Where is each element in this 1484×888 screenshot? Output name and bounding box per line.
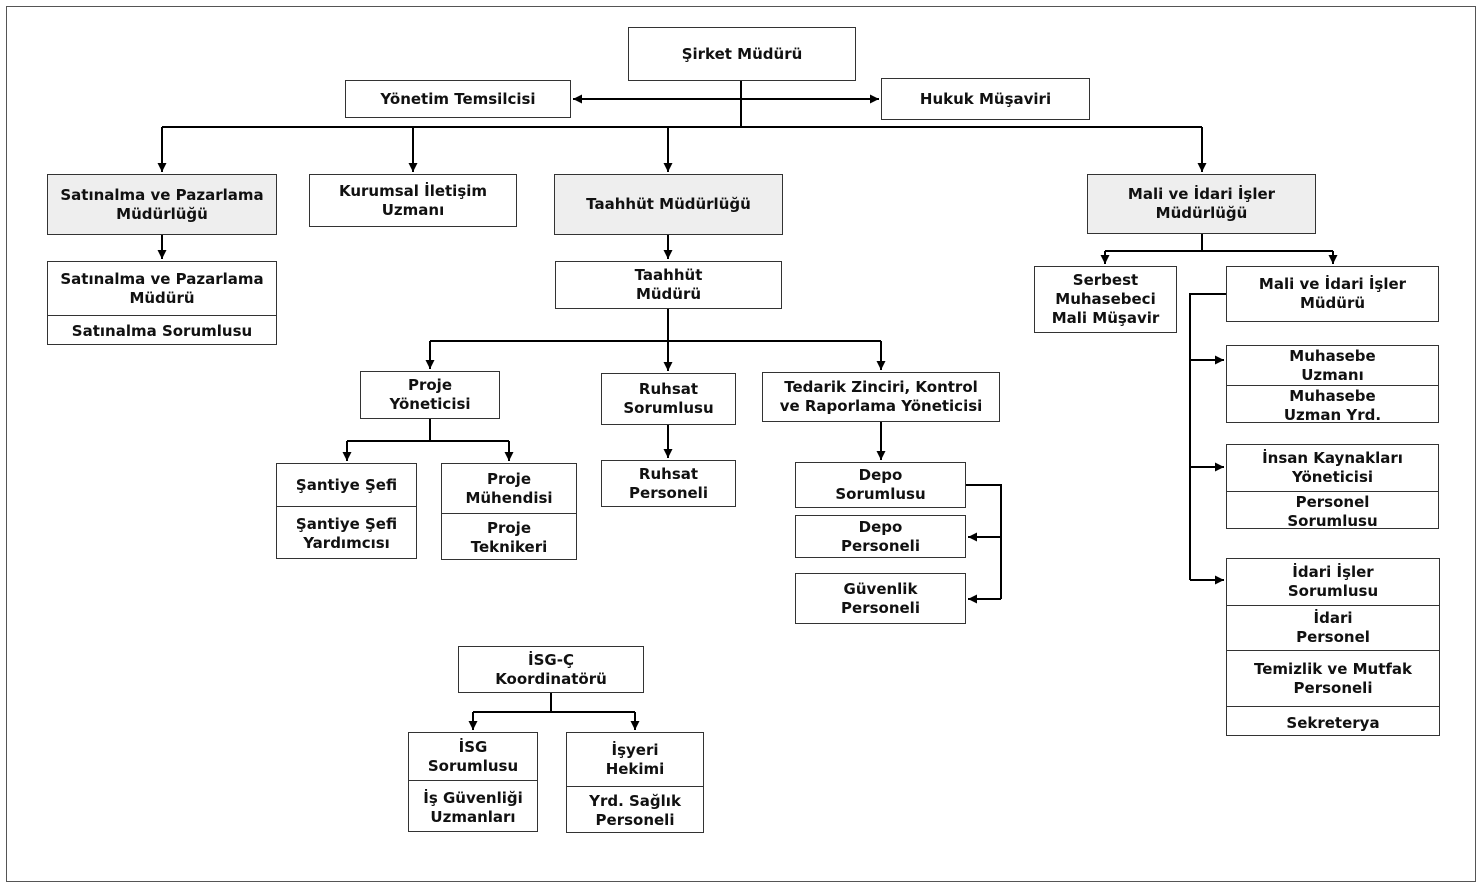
taahhut-muduru-box: Taahhüt Müdürü	[555, 261, 782, 309]
idari-isler-label-4: Sekreterya	[1227, 706, 1439, 740]
ruhsat-personeli-box: Ruhsat Personeli	[601, 460, 736, 507]
satinalma-muduru-label-2: Satınalma Sorumlusu	[48, 315, 276, 347]
connector	[966, 484, 1002, 599]
isg-koordinatoru-label-1: İSG-Ç Koordinatörü	[495, 650, 607, 688]
depo-personeli-label-1: Depo Personeli	[841, 517, 920, 555]
kurumsal-iletisim-box: Kurumsal İletişim Uzmanı	[309, 174, 517, 227]
insan-kaynaklari-label-1: İnsan Kaynakları Yöneticisi	[1262, 449, 1403, 486]
depo-sorumlusu-label-1: Depo Sorumlusu	[835, 466, 926, 503]
ruhsat-sorumlusu-box: Ruhsat Sorumlusu	[601, 373, 736, 425]
guvenlik-personeli-box: Güvenlik Personeli	[795, 573, 966, 624]
isg-sorumlusu-box: İSG Sorumlusu İş Güvenliği Uzmanları	[408, 732, 538, 832]
satinalma-mudurlugu-label-1: Satınalma ve Pazarlama Müdürlüğü	[60, 185, 264, 223]
isg-sorumlusu-label-2: İş Güvenliği Uzmanları	[409, 780, 537, 834]
proje-yoneticisi-box: Proje Yöneticisi	[360, 371, 500, 419]
hukuk-musaviri-label-1: Hukuk Müşaviri	[919, 89, 1052, 108]
isg-sorumlusu-label-1: İSG Sorumlusu	[427, 737, 519, 775]
insan-kaynaklari-label-2: Personel Sorumlusu	[1227, 491, 1438, 531]
depo-personeli-box: Depo Personeli	[795, 515, 966, 558]
kurumsal-iletisim-label-1: Kurumsal İletişim Uzmanı	[338, 181, 488, 219]
connector	[1189, 293, 1226, 580]
idari-isler-label-1: İdari İşler Sorumlusu	[1287, 563, 1379, 600]
depo-sorumlusu-box: Depo Sorumlusu	[795, 462, 966, 508]
mali-idari-muduru-label-1: Mali ve İdari İşler Müdürü	[1258, 275, 1407, 312]
proje-muhendisi-label-2: Proje Teknikeri	[442, 513, 576, 562]
tedarik-zinciri-box: Tedarik Zinciri, Kontrol ve Raporlama Yö…	[762, 372, 1000, 422]
satinalma-muduru-label-1: Satınalma ve Pazarlama Müdürü	[60, 269, 264, 307]
proje-muhendisi-label-1: Proje Mühendisi	[465, 469, 553, 507]
ruhsat-personeli-label-1: Ruhsat Personeli	[629, 464, 708, 502]
isg-koordinatoru-box: İSG-Ç Koordinatörü	[458, 646, 644, 693]
hukuk-musaviri-box: Hukuk Müşaviri	[881, 78, 1090, 120]
guvenlik-personeli-label-1: Güvenlik Personeli	[841, 579, 920, 617]
santiye-sefi-label-1: Şantiye Şefi	[295, 475, 398, 494]
santiye-sefi-label-2: Şantiye Şefi Yardımcısı	[277, 506, 416, 561]
proje-yoneticisi-label-1: Proje Yöneticisi	[389, 376, 471, 413]
sirket-muduru-label-1: Şirket Müdürü	[681, 44, 803, 63]
muhasebe-label-1: Muhasebe Uzmanı	[1289, 346, 1376, 384]
taahhut-mudurlugu-label-1: Taahhüt Müdürlüğü	[586, 195, 751, 213]
yonetim-temsilcisi-box: Yönetim Temsilcisi	[345, 80, 571, 118]
serbest-muhasebeci-box: Serbest Muhasebeci Mali Müşavir	[1034, 266, 1177, 333]
tedarik-zinciri-label-1: Tedarik Zinciri, Kontrol ve Raporlama Yö…	[779, 378, 983, 415]
idari-isler-label-3: Temizlik ve Mutfak Personeli	[1227, 650, 1439, 706]
ruhsat-sorumlusu-label-1: Ruhsat Sorumlusu	[623, 380, 714, 417]
idari-isler-label-2: İdari Personel	[1227, 605, 1439, 650]
diagram-frame	[6, 6, 1476, 882]
mali-idari-mudurlugu-box: Mali ve İdari İşler Müdürlüğü	[1087, 174, 1316, 234]
muhasebe-label-2: Muhasebe Uzman Yrd.	[1227, 385, 1438, 425]
yonetim-temsilcisi-label-1: Yönetim Temsilcisi	[380, 89, 536, 108]
taahhut-mudurlugu-box: Taahhüt Müdürlüğü	[554, 174, 783, 235]
isyeri-hekimi-label-2: Yrd. Sağlık Personeli	[567, 786, 703, 835]
taahhut-muduru-label-1: Taahhüt Müdürü	[634, 266, 703, 303]
mali-idari-mudurlugu-label-1: Mali ve İdari İşler Müdürlüğü	[1127, 185, 1276, 222]
sirket-muduru-box: Şirket Müdürü	[628, 27, 856, 81]
mali-idari-muduru-box: Mali ve İdari İşler Müdürü	[1226, 266, 1439, 322]
isyeri-hekimi-label-1: İşyeri Hekimi	[605, 740, 665, 778]
satinalma-mudurlugu-box: Satınalma ve Pazarlama Müdürlüğü	[47, 174, 277, 235]
serbest-muhasebeci-label-1: Serbest Muhasebeci Mali Müşavir	[1051, 271, 1160, 327]
